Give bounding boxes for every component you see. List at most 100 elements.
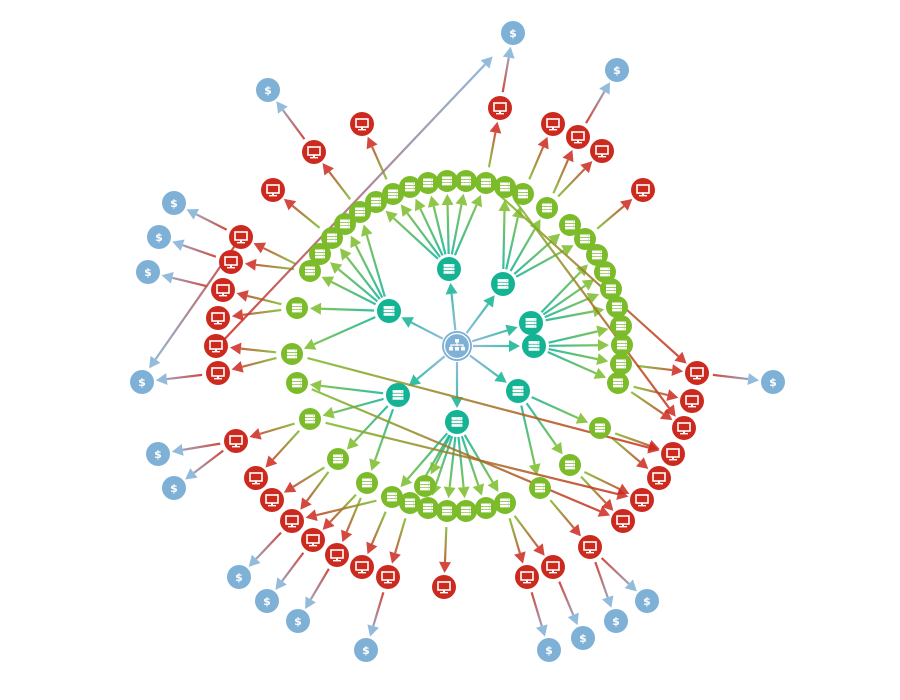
- workstation-node[interactable]: [630, 488, 654, 512]
- workstation-node[interactable]: [302, 140, 326, 164]
- server-secondary-node[interactable]: [589, 417, 611, 439]
- server-secondary-node[interactable]: [356, 472, 378, 494]
- server-secondary-node[interactable]: [600, 278, 622, 300]
- server-primary-node[interactable]: [377, 299, 401, 323]
- payment-node[interactable]: $: [354, 638, 378, 662]
- server-secondary-node[interactable]: [611, 334, 633, 356]
- workstation-node[interactable]: [611, 509, 635, 533]
- workstation-node[interactable]: [647, 466, 671, 490]
- server-secondary-node[interactable]: [455, 170, 477, 192]
- server-secondary-node[interactable]: [414, 475, 436, 497]
- server-secondary-node[interactable]: [594, 261, 616, 283]
- payment-node[interactable]: $: [537, 638, 561, 662]
- server-secondary-node[interactable]: [417, 172, 439, 194]
- workstation-node[interactable]: [661, 442, 685, 466]
- payment-node[interactable]: $: [136, 260, 160, 284]
- workstation-node[interactable]: [350, 112, 374, 136]
- payment-node[interactable]: $: [286, 609, 310, 633]
- server-secondary-node[interactable]: [455, 500, 477, 522]
- server-secondary-node[interactable]: [606, 296, 628, 318]
- workstation-node[interactable]: [541, 112, 565, 136]
- workstation-node[interactable]: [219, 250, 243, 274]
- workstation-node[interactable]: [224, 429, 248, 453]
- server-secondary-node[interactable]: [610, 353, 632, 375]
- payment-node[interactable]: $: [255, 589, 279, 613]
- server-secondary-node[interactable]: [475, 172, 497, 194]
- workstation-node[interactable]: [515, 565, 539, 589]
- server-primary-node[interactable]: [522, 334, 546, 358]
- server-secondary-node[interactable]: [327, 448, 349, 470]
- server-secondary-node[interactable]: [436, 500, 458, 522]
- payment-node[interactable]: $: [761, 370, 785, 394]
- workstation-node[interactable]: [578, 535, 602, 559]
- server-secondary-node[interactable]: [399, 492, 421, 514]
- workstation-node[interactable]: [685, 361, 709, 385]
- server-secondary-node[interactable]: [321, 227, 343, 249]
- workstation-node[interactable]: [280, 509, 304, 533]
- server-primary-node[interactable]: [445, 410, 469, 434]
- workstation-node[interactable]: [211, 278, 235, 302]
- workstation-node[interactable]: [541, 555, 565, 579]
- payment-node[interactable]: $: [146, 442, 170, 466]
- server-secondary-node[interactable]: [475, 497, 497, 519]
- server-secondary-node[interactable]: [299, 260, 321, 282]
- server-secondary-node[interactable]: [559, 454, 581, 476]
- server-secondary-node[interactable]: [586, 244, 608, 266]
- payment-node[interactable]: $: [604, 609, 628, 633]
- server-secondary-node[interactable]: [436, 170, 458, 192]
- server-secondary-node[interactable]: [334, 213, 356, 235]
- server-primary-node[interactable]: [491, 272, 515, 296]
- server-secondary-node[interactable]: [536, 197, 558, 219]
- payment-node[interactable]: $: [162, 476, 186, 500]
- workstation-node[interactable]: [260, 488, 284, 512]
- workstation-node[interactable]: [301, 528, 325, 552]
- payment-node[interactable]: $: [571, 626, 595, 650]
- server-secondary-node[interactable]: [494, 492, 516, 514]
- workstation-node[interactable]: [566, 125, 590, 149]
- workstation-node[interactable]: [432, 575, 456, 599]
- server-primary-node[interactable]: [386, 383, 410, 407]
- workstation-node[interactable]: [244, 466, 268, 490]
- workstation-node[interactable]: [206, 306, 230, 330]
- server-secondary-node[interactable]: [349, 201, 371, 223]
- workstation-node[interactable]: [680, 389, 704, 413]
- server-secondary-node[interactable]: [286, 297, 308, 319]
- workstation-node[interactable]: [206, 361, 230, 385]
- workstation-node[interactable]: [631, 178, 655, 202]
- workstation-node[interactable]: [261, 178, 285, 202]
- server-secondary-node[interactable]: [494, 176, 516, 198]
- payment-node[interactable]: $: [162, 191, 186, 215]
- server-secondary-node[interactable]: [610, 315, 632, 337]
- server-secondary-node[interactable]: [529, 477, 551, 499]
- server-secondary-node[interactable]: [381, 486, 403, 508]
- workstation-node[interactable]: [672, 416, 696, 440]
- payment-node[interactable]: $: [147, 225, 171, 249]
- server-primary-node[interactable]: [506, 379, 530, 403]
- payment-node[interactable]: $: [256, 78, 280, 102]
- server-secondary-node[interactable]: [559, 214, 581, 236]
- workstation-node[interactable]: [488, 96, 512, 120]
- server-secondary-node[interactable]: [365, 191, 387, 213]
- server-secondary-node[interactable]: [299, 408, 321, 430]
- payment-node[interactable]: $: [501, 21, 525, 45]
- workstation-node[interactable]: [325, 543, 349, 567]
- server-secondary-node[interactable]: [281, 343, 303, 365]
- payment-node[interactable]: $: [227, 565, 251, 589]
- server-secondary-node[interactable]: [399, 176, 421, 198]
- payment-node[interactable]: $: [635, 589, 659, 613]
- server-primary-node[interactable]: [519, 311, 543, 335]
- server-secondary-node[interactable]: [382, 183, 404, 205]
- workstation-node[interactable]: [376, 565, 400, 589]
- payment-node[interactable]: $: [605, 58, 629, 82]
- server-secondary-node[interactable]: [286, 372, 308, 394]
- server-primary-node[interactable]: [437, 257, 461, 281]
- workstation-node[interactable]: [204, 334, 228, 358]
- workstation-node[interactable]: [350, 555, 374, 579]
- server-secondary-node[interactable]: [417, 497, 439, 519]
- server-secondary-node[interactable]: [574, 228, 596, 250]
- workstation-node[interactable]: [229, 225, 253, 249]
- server-secondary-node[interactable]: [607, 372, 629, 394]
- server-secondary-node[interactable]: [309, 243, 331, 265]
- workstation-node[interactable]: [590, 139, 614, 163]
- hub-node[interactable]: [442, 331, 472, 361]
